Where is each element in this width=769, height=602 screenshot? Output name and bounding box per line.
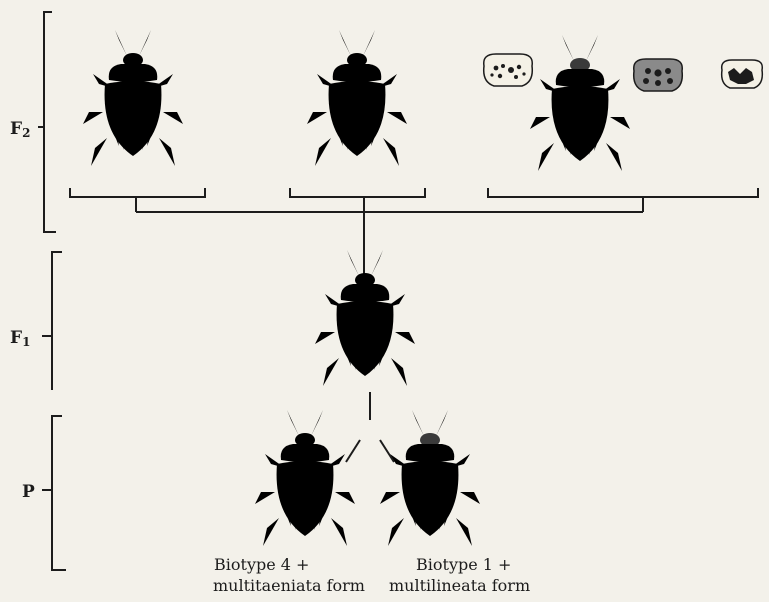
label-f1: F1 [10,328,30,349]
f2-beetle-light-1 [83,30,183,166]
parent-2-caption-line2: multilineata form [389,576,530,595]
pronotum-variant-light [484,54,533,86]
label-f2-sub: 2 [22,126,30,140]
pronotum-variant-dark [722,60,763,88]
label-p: P [22,482,35,502]
p-f1-connectors [346,392,394,462]
label-f2-main: F [10,119,22,139]
bracket-p [42,416,66,570]
label-f1-main: F [10,328,22,348]
label-f1-sub: 1 [22,335,30,349]
f2-beetle-light-2 [307,30,407,166]
label-f2: F2 [10,119,30,140]
f2-group-connectors [70,188,758,280]
bracket-f2 [38,12,56,232]
p-beetle-multilineata [380,410,480,546]
parent-1-caption-line2: multitaeniata form [213,576,365,595]
bracket-f1 [42,252,62,390]
parent-1-caption-line1: Biotype 4 + [214,555,309,574]
parent-2-caption-line1: Biotype 1 + [416,555,511,574]
pronotum-variant-medium [634,59,683,91]
f2-beetle-dark [530,35,630,171]
p-beetle-multitaeniata [255,410,355,546]
